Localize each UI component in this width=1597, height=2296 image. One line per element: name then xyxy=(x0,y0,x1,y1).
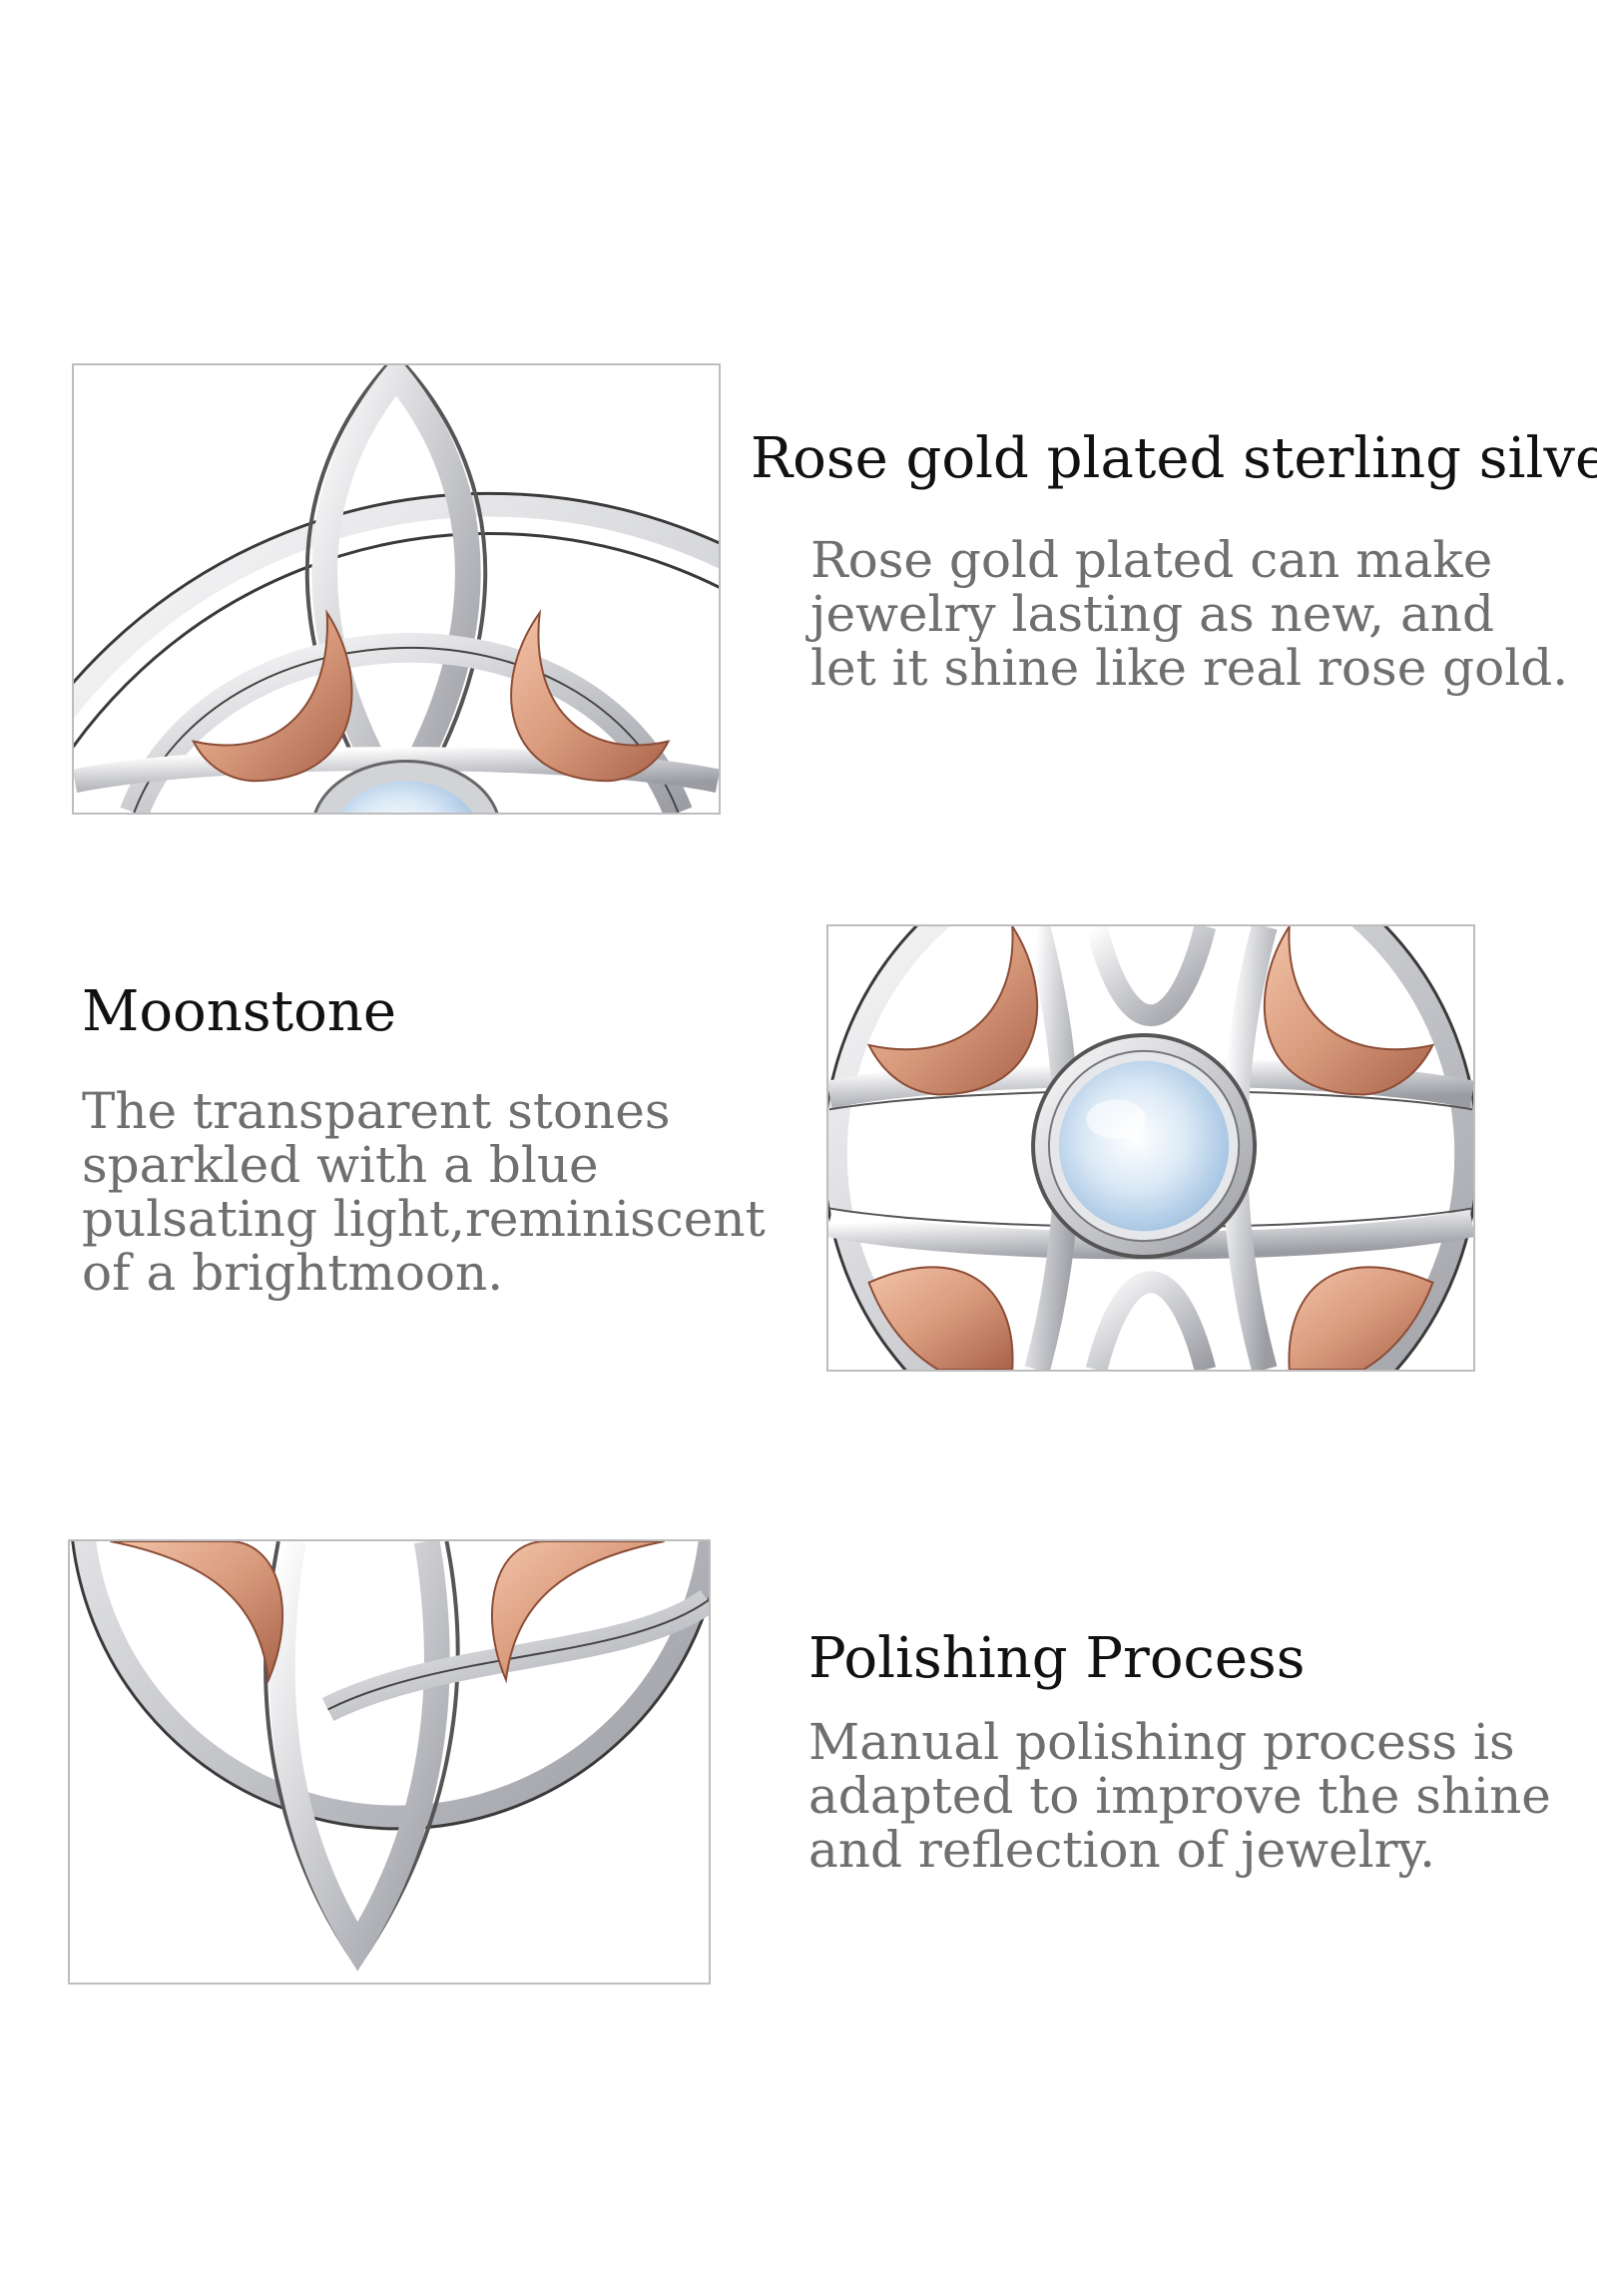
section-title-polishing: Polishing Process xyxy=(808,1626,1306,1691)
section-description-rose-gold: Rose gold plated can make jewelry lastin… xyxy=(810,533,1568,695)
description-line: let it shine like real rose gold. xyxy=(810,639,1569,697)
description-line: of a brightmoon. xyxy=(82,1244,504,1302)
section-title-rose-gold: Rose gold plated sterling silver xyxy=(751,426,1597,491)
section-description-moonstone: The transparent stones sparkled with a b… xyxy=(82,1084,766,1300)
pendant-bottom-knot-image xyxy=(68,1539,711,1985)
description-line: Rose gold plated can make xyxy=(810,531,1493,589)
pendant-bottom-knot-icon xyxy=(71,1541,709,1972)
description-line: pulsating light,reminiscent xyxy=(82,1190,766,1248)
pendant-center-moonstone-icon xyxy=(828,926,1473,1370)
description-line: jewelry lasting as new, and xyxy=(810,585,1494,643)
pendant-top-closeup-image xyxy=(72,363,721,815)
description-line: sparkled with a blue xyxy=(82,1136,599,1194)
description-line: adapted to improve the shine xyxy=(808,1767,1551,1825)
section-description-polishing: Manual polishing process is adapted to i… xyxy=(808,1715,1551,1877)
description-line: and reflection of jewelry. xyxy=(808,1821,1436,1879)
description-line: Manual polishing process is xyxy=(808,1713,1515,1771)
pendant-center-moonstone-image xyxy=(826,924,1475,1372)
pendant-top-closeup-icon xyxy=(74,365,719,813)
section-title-moonstone: Moonstone xyxy=(82,979,396,1044)
description-line: The transparent stones xyxy=(82,1082,671,1140)
